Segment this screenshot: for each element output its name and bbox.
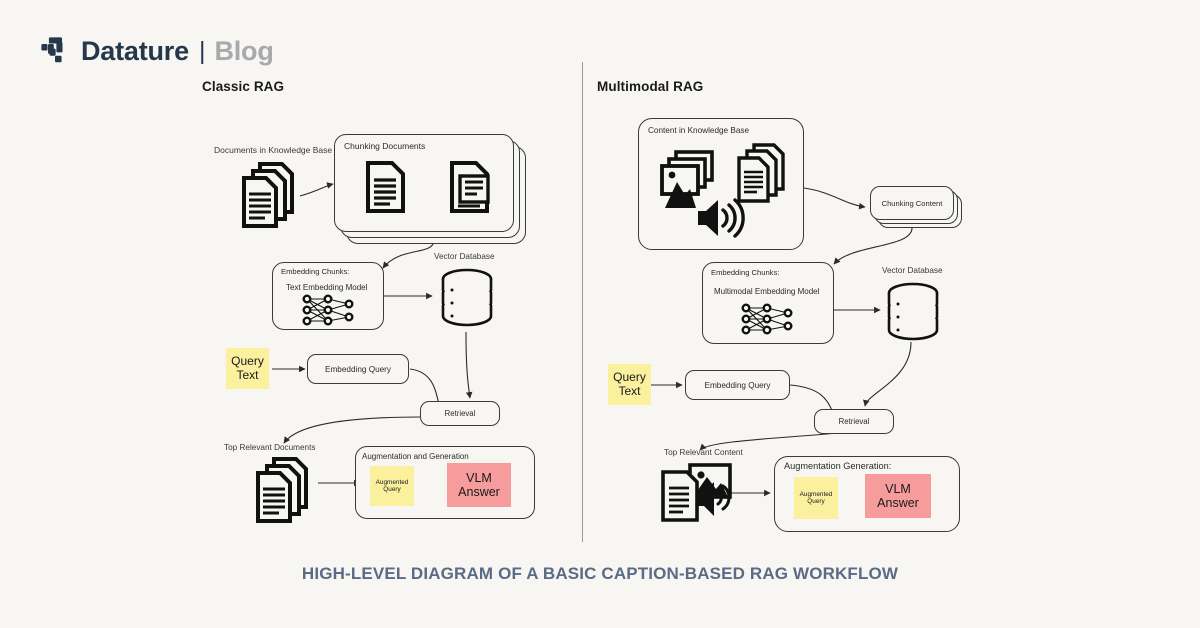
database-cylinder-icon [887, 282, 939, 341]
multimodal-embedding-query-label: Embedding Query [704, 380, 771, 390]
datature-logo-icon [41, 37, 63, 63]
multimodal-query-text-line1: Query [613, 370, 646, 385]
classic-augmented-query-line2: Query [383, 486, 401, 493]
classic-knowledge-base-label: Documents in Knowledge Base [214, 145, 333, 155]
speaker-audio-icon [698, 198, 745, 238]
stacked-documents-icon [737, 143, 785, 203]
multimodal-top-relevant-label: Top Relevant Content [664, 448, 743, 457]
neural-network-icon [302, 294, 354, 326]
multimodal-embedding-model-label: Multimodal Embedding Model [714, 287, 820, 296]
diagram-classic-rag: Documents in Knowledge Base Chunking Doc… [0, 0, 582, 628]
classic-augmented-query-chip[interactable]: Augmented Query [370, 466, 414, 506]
database-cylinder-icon [441, 268, 493, 327]
document-icon [366, 161, 405, 213]
multimodal-retrieval-label: Retrieval [838, 417, 870, 426]
classic-top-relevant-label: Top Relevant Documents [224, 443, 316, 452]
panel-title-classic-rag: Classic RAG [202, 79, 285, 94]
brand-separator: | [198, 36, 206, 65]
multimodal-embedding-chunks-label: Embedding Chunks: [711, 268, 780, 277]
classic-query-text-chip[interactable]: Query Text [226, 348, 269, 389]
multimodal-augmentation-card-label: Augmentation Generation: [784, 461, 892, 471]
panel-title-multimodal-rag: Multimodal RAG [597, 79, 704, 94]
classic-embedding-query-label: Embedding Query [325, 364, 391, 374]
neural-network-icon [741, 303, 793, 335]
classic-retrieval-node[interactable] [420, 401, 500, 426]
multimodal-query-text-line2: Text [618, 383, 641, 398]
classic-embedding-query-node[interactable] [307, 354, 409, 384]
stacked-images-icon [660, 150, 714, 208]
site-header: Datature | Blog [40, 30, 274, 72]
multimodal-chunking-card-label: Chunking Content [881, 198, 943, 208]
classic-vlm-answer-line2: Answer [458, 485, 500, 499]
multimodal-embedding-query-node[interactable] [685, 370, 790, 400]
brand-name: Datature [81, 35, 189, 66]
classic-embedding-model-label: Text Embedding Model [286, 283, 368, 292]
diagram-multimodal-rag: Content in Knowledge Base [582, 0, 1200, 628]
multimodal-knowledge-base-label: Content in Knowledge Base [648, 126, 750, 135]
classic-vlm-answer-chip[interactable]: VLM Answer [447, 463, 511, 507]
multimodal-vector-db-label: Vector Database [882, 266, 943, 275]
multimodal-augmented-query-line1: Augmented [799, 490, 833, 498]
classic-chunking-card-label: Chunking Documents [344, 141, 426, 151]
classic-embedding-chunks-label: Embedding Chunks: [281, 267, 350, 276]
classic-vector-db-label: Vector Database [434, 252, 495, 261]
multimodal-retrieval-node[interactable] [814, 409, 894, 434]
classic-retrieval-label: Retrieval [444, 409, 476, 418]
figure-caption: HIGH-LEVEL DIAGRAM OF A BASIC CAPTION-BA… [301, 564, 899, 583]
classic-query-text-line2: Text [236, 367, 259, 382]
document-image-audio-icon [661, 463, 732, 522]
multimodal-augmented-query-line2: Query [807, 498, 825, 505]
multimodal-vlm-answer-line2: Answer [877, 496, 919, 510]
classic-augmentation-card-label: Augmentation and Generation [362, 452, 469, 461]
classic-augmented-query-line1: Augmented [375, 478, 409, 486]
multimodal-query-text-chip[interactable]: Query Text [608, 364, 651, 405]
chunked-document-icon [450, 161, 490, 213]
brand-section-blog: Blog [214, 35, 274, 66]
classic-vlm-answer-line1: VLM [466, 471, 492, 485]
multimodal-augmented-query-chip[interactable]: Augmented Query [794, 477, 838, 519]
stacked-documents-icon [242, 162, 294, 228]
classic-query-text-line1: Query [231, 354, 264, 369]
panel-divider [582, 62, 583, 542]
multimodal-chunking-card [870, 186, 962, 228]
stacked-documents-icon [256, 457, 308, 523]
multimodal-vlm-answer-chip[interactable]: VLM Answer [865, 474, 931, 518]
multimodal-vlm-answer-line1: VLM [885, 482, 911, 496]
